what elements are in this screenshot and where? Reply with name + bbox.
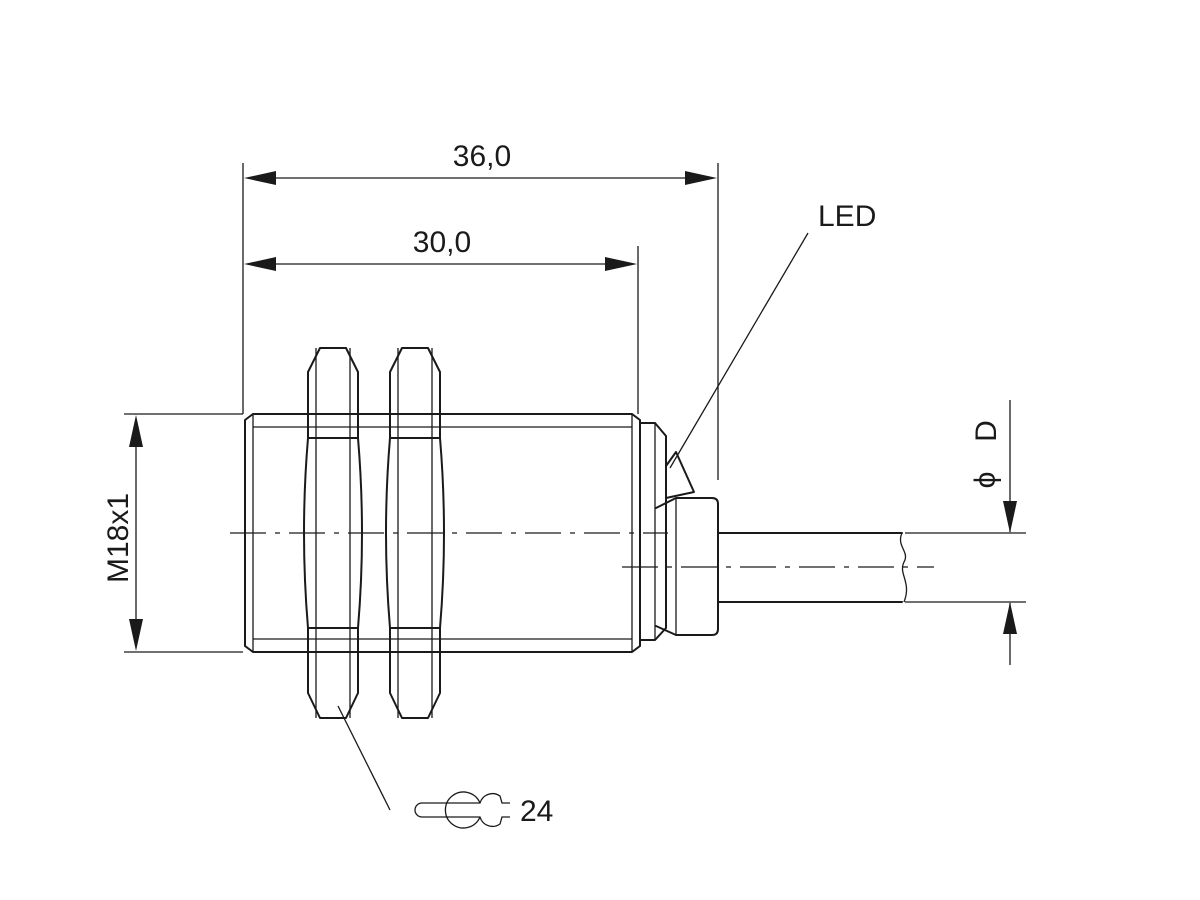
thread-label: M18x1: [102, 493, 135, 583]
overall-length-label: 36,0: [453, 140, 511, 173]
cable: [717, 532, 908, 603]
dimension-overall-length: 36,0: [242, 140, 719, 480]
led-label: LED: [818, 200, 876, 233]
wrench-icon: [414, 791, 510, 829]
wrench-callout: 24: [337, 705, 553, 829]
wrench-size-label: 24: [520, 795, 553, 828]
led-callout: LED: [669, 200, 876, 469]
diameter-symbol: ϕ: [969, 472, 1002, 489]
dimension-cable-diameter: ϕ D: [905, 400, 1026, 665]
dimension-thread-diameter: M18x1: [102, 413, 243, 653]
led-window: [665, 451, 695, 499]
cable-gland: [655, 497, 719, 636]
diameter-label: D: [970, 420, 1003, 442]
thread-length-label: 30,0: [413, 226, 471, 259]
dimension-thread-length: 30,0: [244, 226, 639, 414]
